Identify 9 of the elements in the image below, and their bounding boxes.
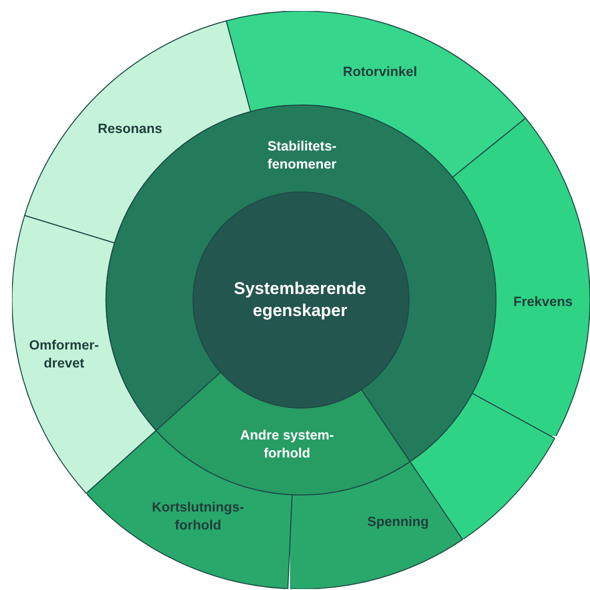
segment-label: Systembærende egenskaper [232,278,368,322]
segment-label: Spenning [366,513,430,531]
segment-label: Omformer- drevet [28,336,100,372]
segment-label: Andre system- forhold [239,426,335,462]
segment-label: Rotorvinkel [342,63,418,81]
segment-label: Frekvens [512,293,574,311]
segment-label: Resonans [96,120,164,138]
segment-label: Stabilitets- fenomener [266,137,338,173]
segment-label: Kortslutnings- forhold [150,498,246,534]
